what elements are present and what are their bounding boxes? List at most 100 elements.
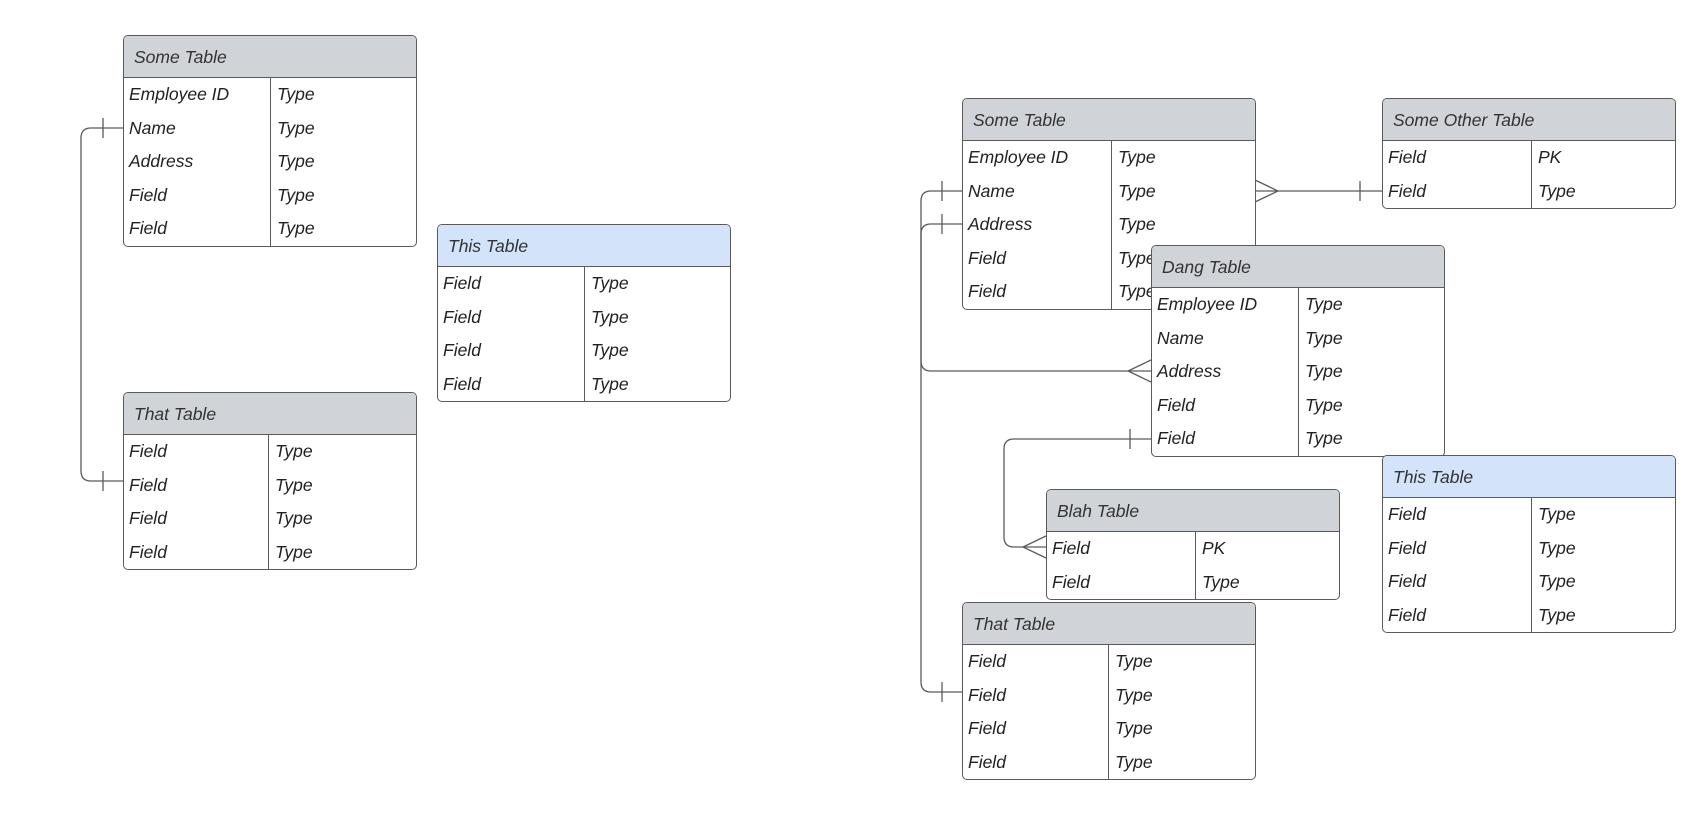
table-title: That Table [124, 393, 416, 435]
field-type: Type [1298, 288, 1444, 322]
field-name: Field [129, 441, 167, 461]
connector-some-to-that[interactable] [920, 181, 962, 702]
field-name: Field [129, 184, 167, 205]
field-name: Address [1157, 361, 1222, 381]
field-name: Field [1052, 571, 1090, 592]
field-name: Field [443, 373, 481, 394]
table-title: Dang Table [1152, 246, 1444, 288]
field-name: Name [1157, 327, 1204, 348]
table-row[interactable]: Address Type [1152, 355, 1444, 389]
field-type: Type [1111, 208, 1255, 242]
field-type: Type [1298, 355, 1444, 389]
field-name: Field [1388, 571, 1426, 591]
table-row[interactable]: Field Type [124, 212, 416, 246]
field-type: Type [1298, 422, 1444, 456]
field-type: Type [584, 267, 730, 301]
field-name: Name [129, 117, 176, 138]
field-name: Address [968, 214, 1033, 234]
table-title: Some Table [124, 36, 416, 78]
field-name: Field [129, 541, 167, 562]
field-name: Field [443, 306, 481, 327]
field-type: Type [270, 178, 416, 212]
connector-left-some-to-that[interactable] [80, 118, 124, 491]
field-type: Type [1111, 141, 1255, 175]
field-name: Field [968, 684, 1006, 705]
field-type: Type [1108, 678, 1255, 712]
field-type: Type [584, 334, 730, 368]
field-type: Type [268, 535, 416, 569]
field-name: Field [968, 718, 1006, 738]
table-title: Some Table [963, 99, 1255, 141]
field-name: Field [1157, 394, 1195, 415]
table-row[interactable]: Field Type [124, 535, 416, 569]
table-row[interactable]: Employee ID Type [124, 78, 416, 112]
field-name: Employee ID [129, 84, 230, 104]
field-type: Type [1531, 531, 1675, 565]
field-type: Type [1195, 565, 1339, 599]
field-name: Field [968, 247, 1006, 268]
field-name: Name [968, 180, 1015, 201]
field-name: Field [968, 651, 1006, 671]
field-type: Type [1108, 712, 1255, 746]
table-title: That Table [963, 603, 1255, 645]
connector-some-to-other[interactable] [1254, 179, 1382, 203]
table-title: This Table [438, 225, 730, 267]
field-type: Type [270, 212, 416, 246]
field-type: Type [1111, 174, 1255, 208]
field-type: Type [584, 300, 730, 334]
field-name: Field [1388, 604, 1426, 625]
field-type: Type [1531, 498, 1675, 532]
field-name: Field [129, 508, 167, 528]
table-row[interactable]: Field Type [963, 712, 1255, 746]
table-row[interactable]: Field Type [1383, 598, 1675, 632]
table-row[interactable]: Field Type [1383, 498, 1675, 532]
field-name: Field [129, 218, 167, 238]
table-row[interactable]: Field Type [1047, 565, 1339, 599]
field-name: Field [1052, 538, 1090, 558]
table-row[interactable]: Name Type [963, 174, 1255, 208]
table-row[interactable]: Field Type [438, 300, 730, 334]
field-name: Field [1388, 147, 1426, 167]
table-title: This Table [1383, 456, 1675, 498]
field-name: Field [443, 273, 481, 293]
table-row[interactable]: Field Type [124, 178, 416, 212]
field-type: Type [1531, 174, 1675, 208]
table-row[interactable]: Field Type [963, 678, 1255, 712]
table-row[interactable]: Address Type [963, 208, 1255, 242]
field-name: Field [1388, 504, 1426, 524]
field-type: Type [270, 78, 416, 112]
table-row[interactable]: Field Type [438, 267, 730, 301]
field-type: Type [1531, 598, 1675, 632]
